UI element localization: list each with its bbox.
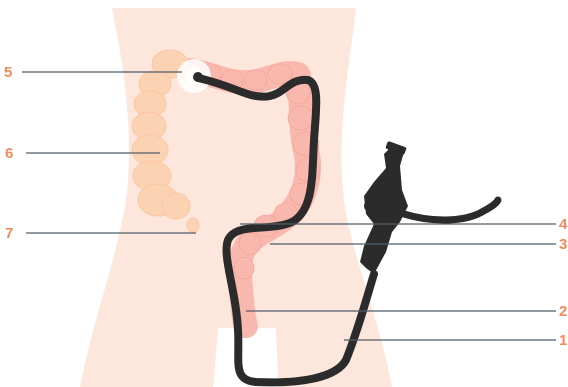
callout-number-2: 2: [559, 303, 567, 320]
callout-number-1: 1: [559, 332, 567, 349]
endoscope-cable: [404, 200, 498, 220]
callout-number-7: 7: [5, 225, 13, 242]
callout-number-3: 3: [559, 236, 567, 253]
callout-number-4: 4: [559, 216, 568, 233]
callout-number-6: 6: [5, 145, 13, 162]
callout-number-5: 5: [4, 64, 12, 81]
